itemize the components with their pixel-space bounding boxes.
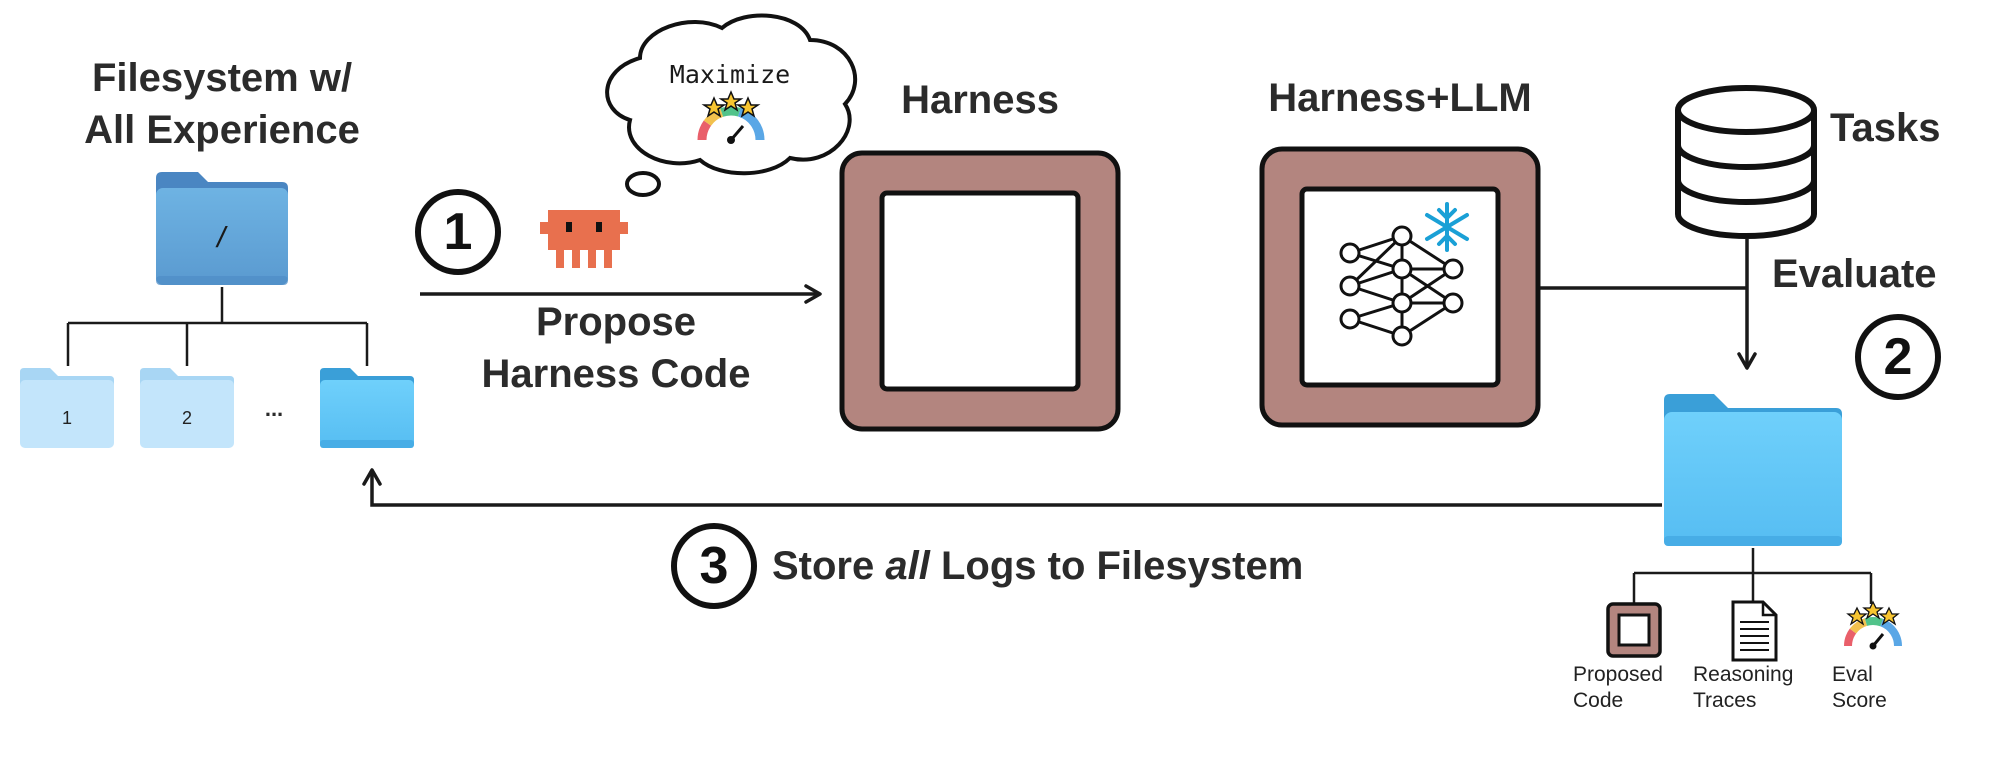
store-logs-emphasis: all (885, 544, 930, 588)
step2-number: 2 (1883, 328, 1913, 386)
child-folder-2-icon[interactable] (140, 368, 234, 448)
reasoning-traces-icon (1731, 600, 1778, 662)
tree-lines (66, 287, 369, 366)
output-reasoning-traces-line1: Reasoning (1693, 663, 1794, 686)
harness-title: Harness (901, 78, 1059, 122)
eval-score-icon (1844, 600, 1902, 650)
neural-network-icon (1339, 225, 1464, 347)
filesystem-title-line1: Filesystem w/ (91, 56, 353, 100)
output-eval-score-label: Eval Score (1832, 662, 1887, 714)
step2-badge (1855, 314, 1941, 400)
output-proposed-code-label: Proposed Code (1573, 662, 1663, 714)
filesystem-title-line2: All Experience (84, 108, 360, 152)
speedometer-icon (697, 90, 765, 144)
output-tree-lines (1632, 548, 1873, 604)
child-folder-ellipsis: ... (264, 396, 284, 421)
store-logs-prefix: Store (772, 544, 886, 588)
root-folder-icon[interactable] (156, 172, 288, 285)
output-proposed-code-line2: Code (1573, 689, 1624, 712)
filesystem-title: Filesystem w/ All Experience (72, 52, 372, 156)
step1-badge (415, 189, 501, 275)
child-folder-1-label: 1 (61, 408, 72, 428)
store-logs-label: Store all Logs to Filesystem (772, 540, 1303, 592)
output-eval-score-line1: Eval (1832, 663, 1873, 686)
harness-frame[interactable] (839, 150, 1121, 432)
proposed-code-icon (1606, 602, 1662, 658)
output-reasoning-traces-label: Reasoning Traces (1693, 662, 1793, 714)
evaluate-label: Evaluate (1772, 252, 1937, 296)
child-folder-2-label: 2 (181, 408, 192, 428)
results-folder-icon[interactable] (1664, 394, 1842, 546)
output-eval-score-line2: Score (1832, 689, 1887, 712)
root-folder-label: / (214, 222, 230, 252)
store-logs-arrow (362, 468, 1662, 507)
propose-label-line1: Propose (535, 300, 697, 344)
snowflake-icon (1425, 202, 1469, 252)
tasks-database-icon (1675, 85, 1817, 239)
harness-llm-title: Harness+LLM (1268, 76, 1532, 120)
store-logs-suffix: Logs to Filesystem (929, 544, 1304, 588)
step3-number: 3 (699, 537, 729, 595)
agent-robot-icon (540, 210, 628, 268)
child-folder-latest-icon[interactable] (320, 368, 414, 448)
child-folder-1-icon[interactable] (20, 368, 114, 448)
harness-llm-frame[interactable] (1259, 146, 1541, 428)
step3-badge (671, 523, 757, 609)
output-proposed-code-line1: Proposed (1573, 663, 1663, 686)
propose-label-line2: Harness Code (481, 352, 751, 396)
thought-text: Maximize (669, 60, 791, 89)
output-reasoning-traces-line2: Traces (1693, 689, 1757, 712)
tasks-label: Tasks (1830, 106, 1941, 150)
step1-number: 1 (443, 203, 473, 261)
propose-label: Propose Harness Code (436, 296, 796, 400)
